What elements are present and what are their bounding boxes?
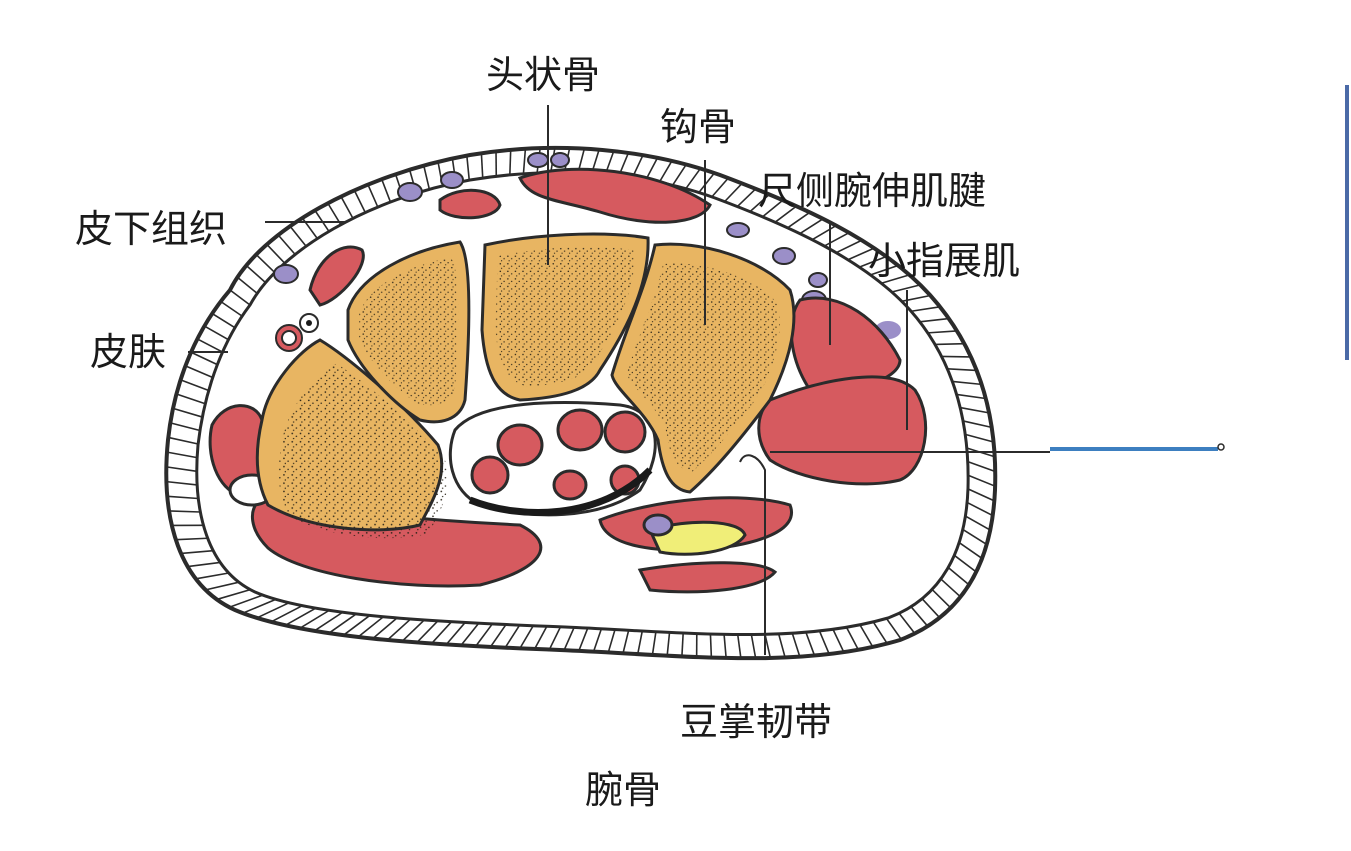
vessel-circle bbox=[528, 153, 548, 167]
hatch-line bbox=[169, 511, 200, 512]
flexor-tendon bbox=[498, 425, 542, 465]
hatch-line bbox=[935, 344, 964, 345]
caption: 腕骨 bbox=[585, 768, 661, 812]
flexor-tendon bbox=[554, 471, 586, 499]
vessel-circle bbox=[809, 273, 827, 287]
vessel-circle bbox=[773, 248, 795, 264]
vessel-circle bbox=[551, 153, 569, 167]
hatch-line bbox=[510, 150, 511, 175]
label-capitate: 头状骨 bbox=[486, 53, 600, 97]
hatch-line bbox=[710, 634, 711, 658]
vessel-circle bbox=[398, 183, 422, 201]
label-skin: 皮肤 bbox=[90, 330, 166, 374]
vessel-circle bbox=[727, 223, 749, 237]
vessel-circle bbox=[274, 265, 298, 283]
label-subcutaneous: 皮下组织 bbox=[75, 207, 227, 251]
ulnar-vessel bbox=[644, 515, 672, 535]
nerve-dot-center bbox=[306, 320, 312, 326]
tendon-dorsal-left bbox=[440, 190, 500, 217]
vessel-circle bbox=[441, 172, 463, 188]
carpal-tunnel bbox=[450, 403, 655, 515]
label-ecu-tendon: 尺侧腕伸肌腱 bbox=[758, 169, 986, 213]
label-pisohamate: 豆掌韧带 bbox=[680, 700, 832, 744]
vessel-ring-inner bbox=[282, 331, 296, 345]
flexor-tendon bbox=[605, 412, 645, 452]
flexor-tendon bbox=[472, 457, 508, 493]
page-margin-bar bbox=[1345, 85, 1349, 360]
label-adm: 小指展肌 bbox=[868, 239, 1020, 283]
flexor-tendon bbox=[558, 410, 602, 450]
label-hamate: 钩骨 bbox=[660, 105, 736, 149]
pointer-end bbox=[1218, 444, 1224, 450]
